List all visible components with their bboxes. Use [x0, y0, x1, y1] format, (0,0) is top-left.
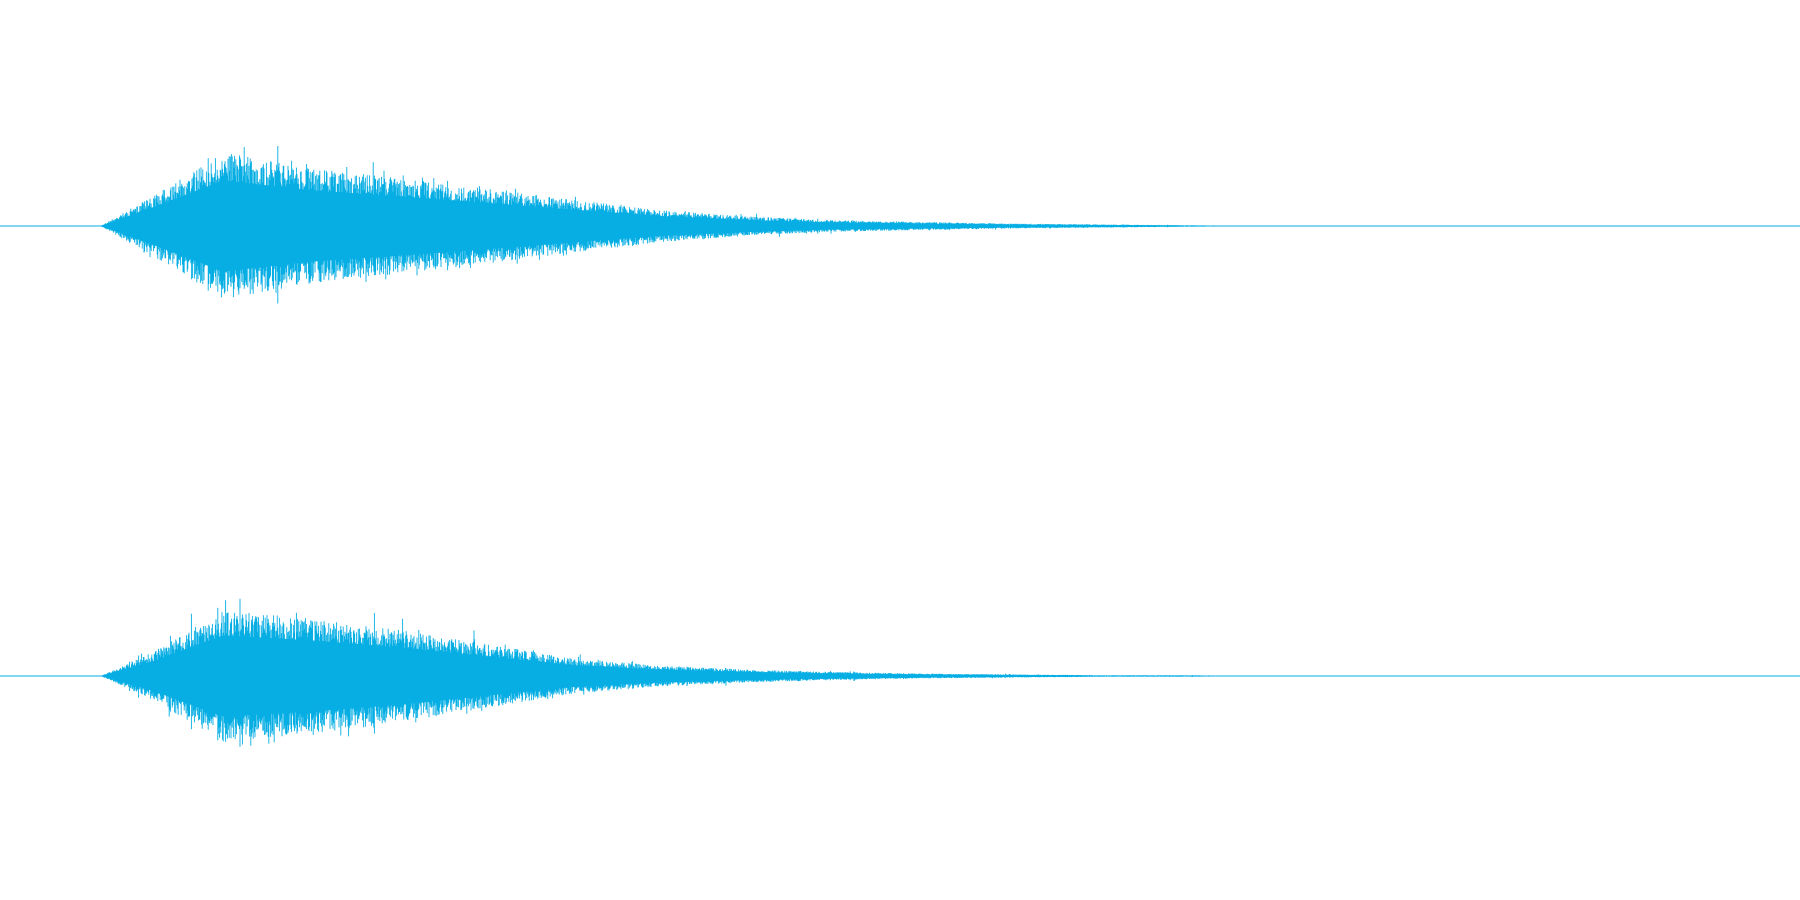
channel-2-waveform	[0, 598, 1800, 747]
channel-1-waveform	[0, 146, 1800, 304]
channel-1-envelope	[48, 180, 1800, 272]
channel-2-envelope	[48, 635, 1800, 717]
